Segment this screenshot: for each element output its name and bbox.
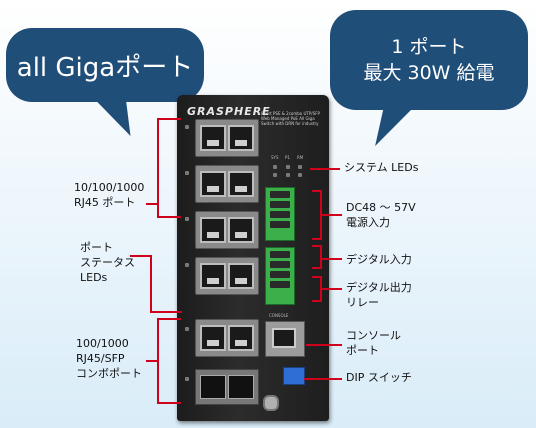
console-port[interactable] bbox=[265, 321, 305, 357]
leader-line bbox=[157, 318, 181, 320]
label-console-port: コンソールポート bbox=[346, 329, 401, 357]
leader-line bbox=[320, 245, 322, 269]
led-label-p1: P1 bbox=[285, 155, 290, 160]
label-digital-output-relay: デジタル出力リレー bbox=[346, 281, 412, 309]
rj45-port-pair-4[interactable] bbox=[195, 257, 259, 295]
label-system-leds: システム LEDs bbox=[344, 161, 419, 174]
system-led bbox=[298, 165, 302, 169]
leader-line bbox=[146, 360, 158, 362]
power-terminal-block[interactable] bbox=[265, 187, 295, 241]
port-led bbox=[185, 377, 189, 381]
callout-poe-power: 1 ポート 最大 30W 給電 bbox=[330, 10, 528, 146]
callout-tail bbox=[367, 102, 419, 146]
rj45-port-pair-2[interactable] bbox=[195, 165, 259, 203]
leader-line bbox=[157, 318, 159, 404]
port-led bbox=[185, 263, 189, 267]
port-led bbox=[185, 125, 189, 129]
rj45-port-pair-1[interactable] bbox=[195, 119, 259, 157]
leader-line bbox=[130, 255, 150, 257]
callout-line-1: 1 ポート bbox=[391, 36, 467, 58]
leader-line bbox=[310, 168, 340, 170]
dip-switch[interactable] bbox=[283, 367, 305, 385]
leader-line bbox=[157, 118, 159, 218]
combo-rj45-pair[interactable] bbox=[195, 319, 259, 357]
label-dip-switch: DIP スイッチ bbox=[346, 371, 412, 384]
leader-line bbox=[320, 214, 342, 216]
leader-line bbox=[157, 402, 181, 404]
leader-line bbox=[304, 378, 342, 380]
label-digital-input: デジタル入力 bbox=[346, 253, 412, 266]
led-label-sys: SYS bbox=[271, 155, 279, 160]
leader-line bbox=[312, 300, 322, 302]
leader-line bbox=[312, 238, 322, 240]
leader-line bbox=[306, 344, 342, 346]
ground-screw bbox=[263, 395, 279, 411]
port-led bbox=[185, 171, 189, 175]
callout-line-2: 最大 30W 給電 bbox=[363, 62, 495, 84]
leader-line bbox=[312, 267, 322, 269]
leader-line bbox=[312, 190, 322, 192]
callout-all-giga: all Gigaポート bbox=[6, 28, 204, 136]
leader-line bbox=[320, 258, 342, 260]
callout-tail bbox=[91, 96, 139, 136]
port-led bbox=[185, 217, 189, 221]
digital-io-terminal-block[interactable] bbox=[265, 247, 295, 305]
rj45-port-pair-3[interactable] bbox=[195, 211, 259, 249]
leader-line bbox=[157, 118, 181, 120]
system-led bbox=[286, 165, 290, 169]
system-led bbox=[298, 173, 302, 177]
leader-line bbox=[312, 276, 322, 278]
console-label: CONSOLE bbox=[269, 313, 289, 318]
leader-line bbox=[150, 311, 182, 313]
leader-line bbox=[320, 288, 342, 290]
leader-line bbox=[157, 216, 181, 218]
leader-line bbox=[146, 203, 158, 205]
system-led bbox=[273, 173, 277, 177]
sfp-port-pair[interactable] bbox=[195, 369, 259, 405]
leader-line bbox=[312, 245, 322, 247]
port-led bbox=[185, 327, 189, 331]
device-description: 8port PSE & 2combo UTP/SFP Web Managed P… bbox=[261, 111, 320, 126]
system-led bbox=[273, 165, 277, 169]
leader-line bbox=[150, 255, 152, 313]
system-led bbox=[286, 173, 290, 177]
switch-device: GRASPHERE 8port PSE & 2combo UTP/SFP Web… bbox=[177, 95, 329, 421]
brand-logo: GRASPHERE bbox=[187, 105, 271, 118]
callout-text: all Gigaポート bbox=[16, 52, 194, 83]
led-label-rm: RM bbox=[297, 155, 304, 160]
